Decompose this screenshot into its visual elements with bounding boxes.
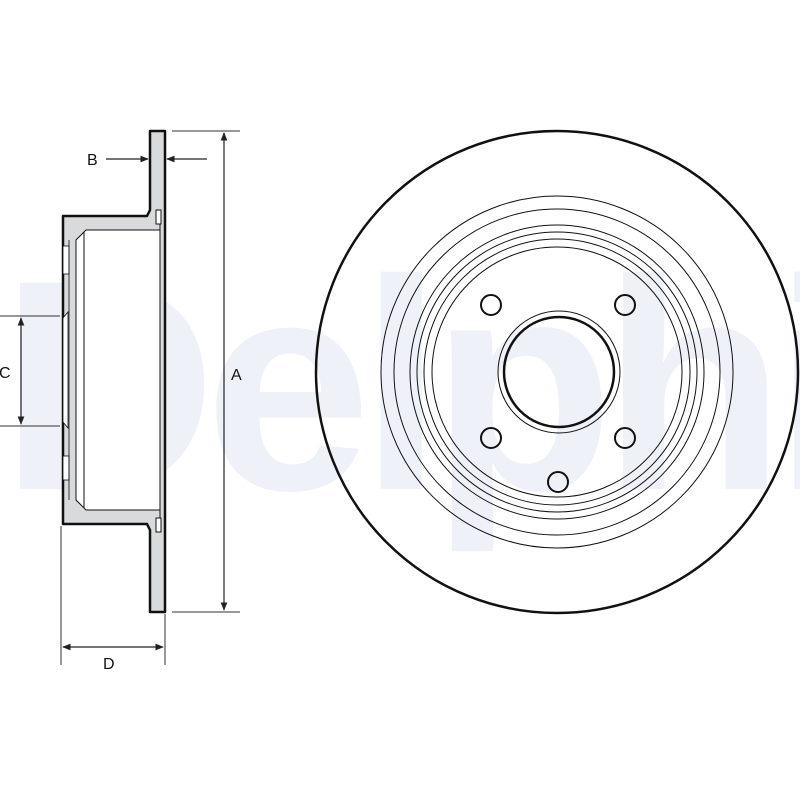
dimension-label-a: A [231,367,242,384]
cross-section-view [61,129,167,614]
front-view [314,129,800,615]
dimension-c: C [0,315,60,427]
centre-bore [502,315,616,429]
bolt-hole [547,471,569,493]
centre-bore-outer [497,310,621,434]
bolt-hole [614,427,636,449]
dimension-label-d: D [103,656,115,673]
dimension-label-b: B [87,152,98,169]
bolt-hole [614,294,636,316]
dimension-b: B [87,152,207,169]
hat-inner-cavity [75,229,161,511]
dimension-d: D [60,526,166,673]
dimension-a: A [172,130,242,613]
dimension-label-c: C [0,365,11,382]
bolt-hole [480,427,502,449]
bolt-hole [480,294,502,316]
outer-rim [314,129,800,615]
